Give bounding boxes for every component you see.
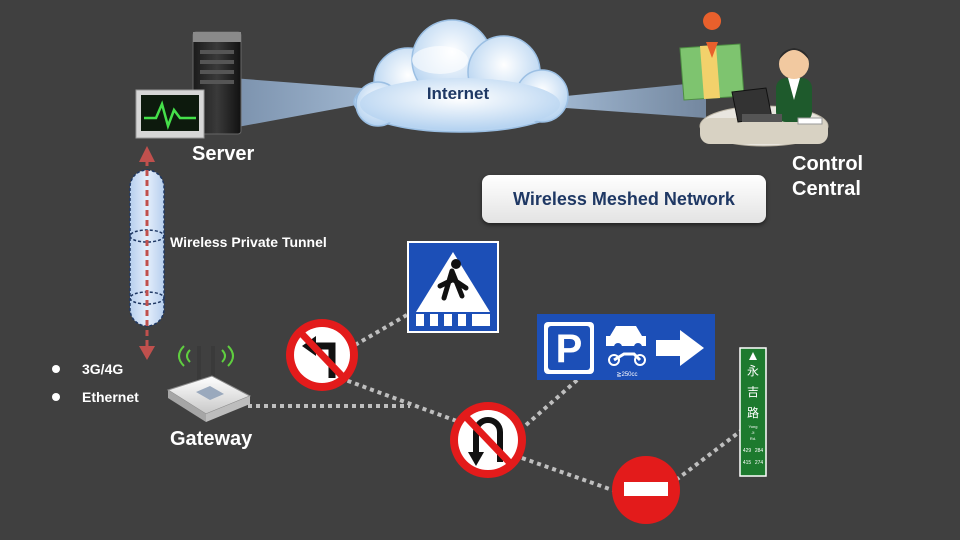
control-label-line1: Control xyxy=(792,153,864,175)
street-char-3: 路 xyxy=(747,405,759,420)
no-left-turn-sign xyxy=(286,319,358,391)
street-char-2: 吉 xyxy=(747,385,759,399)
pedestrian-crossing-sign xyxy=(407,241,499,333)
street-number-4: 274 xyxy=(755,460,764,466)
gateway-label: Gateway xyxy=(170,428,253,450)
street-number-1: 429 xyxy=(743,448,752,454)
wireless-meshed-network-label: Wireless Meshed Network xyxy=(513,188,735,209)
wireless-meshed-network-box: Wireless Meshed Network xyxy=(482,175,766,223)
street-roman-1: Yong xyxy=(749,424,758,429)
connection-list: 3G/4G Ethernet xyxy=(52,360,139,416)
gateway-router-icon xyxy=(166,345,252,422)
street-number-3: 415 xyxy=(743,460,752,466)
server-internet-beam xyxy=(232,78,362,128)
private-tunnel-label: Wireless Private Tunnel xyxy=(170,234,327,250)
cloud-icon xyxy=(353,19,569,133)
street-name-sign: 永 吉 路 Yong Ji Rd. 429 284 415 274 xyxy=(739,347,767,477)
internet-control-beam xyxy=(566,82,706,118)
list-item: Ethernet xyxy=(52,388,139,416)
parking-cc-label: ≧250cc xyxy=(616,372,637,378)
control-label-line2: Central xyxy=(792,178,861,200)
street-roman-2: Ji xyxy=(752,430,755,435)
no-entry-sign xyxy=(612,456,680,524)
tunnel-arrows xyxy=(139,146,155,360)
server-icon xyxy=(135,31,242,139)
control-operator-icon xyxy=(679,12,829,147)
parking-letter: P xyxy=(556,327,583,371)
list-item: 3G/4G xyxy=(52,360,139,388)
parking-sign: P ≧250cc xyxy=(537,314,715,380)
street-char-1: 永 xyxy=(747,364,759,378)
street-roman-3: Rd. xyxy=(750,436,756,441)
server-label: Server xyxy=(192,143,255,165)
no-u-turn-sign xyxy=(450,402,526,478)
internet-label: Internet xyxy=(426,84,490,103)
street-number-2: 284 xyxy=(755,448,764,454)
